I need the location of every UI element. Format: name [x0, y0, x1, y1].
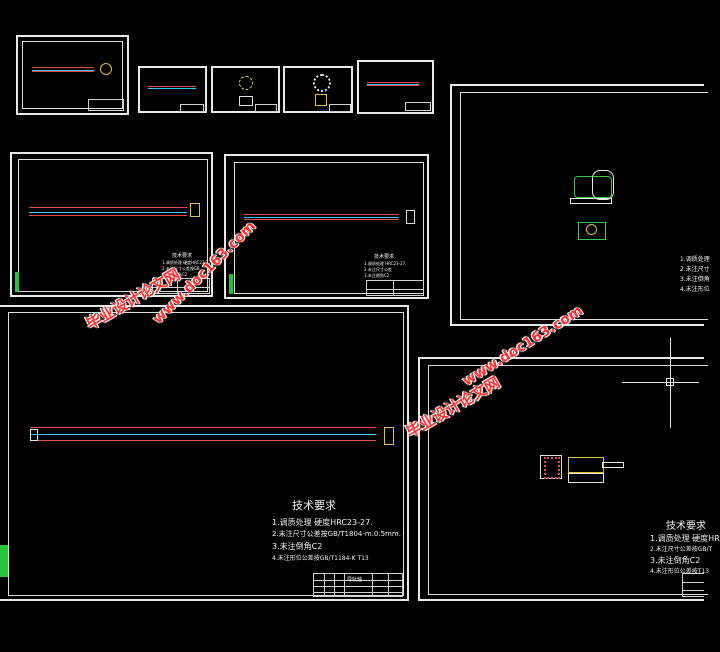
shaft-left-step: [30, 429, 38, 441]
tech-note: 2.未注尺寸公差按GB/T1804-m.0.5mm.: [272, 530, 401, 538]
tech-note: 2.未注尺寸: [680, 266, 710, 273]
tech-note: 3.未注倒角C2: [650, 556, 701, 565]
layer-marker: [15, 272, 19, 292]
thumb-section-view: [315, 94, 327, 106]
thumb-shaft: [367, 82, 419, 86]
tech-note: 1.调质处理: [680, 256, 710, 263]
thumb-end-view: [100, 63, 112, 75]
inner-frame: [428, 365, 708, 595]
thumb-sheet-4[interactable]: [283, 66, 353, 113]
motor-body: [568, 457, 604, 473]
thumb-shaft: [148, 86, 196, 89]
thumb-sheet-1[interactable]: [16, 35, 129, 115]
shaft-end-view: [190, 203, 200, 217]
shaft-end-view: [384, 427, 394, 445]
base-plate: [570, 198, 612, 204]
tech-note: 2.未注尺寸公差: [364, 267, 392, 272]
title-block: 导轨轴: [313, 573, 403, 597]
drawing-sheet-mid-left[interactable]: 技术要求 1.调质处理 硬度HRC23-27. 2.未注尺寸公差按GB. 3.未…: [10, 152, 213, 297]
tech-note: 4.未注形位公差按T13: [650, 568, 710, 575]
inner-frame: [8, 312, 404, 596]
tech-note: 1.调质处理 硬度HR: [650, 534, 720, 543]
tech-note: 3.未注倒角C2: [364, 273, 390, 278]
bearing-block: [578, 222, 606, 240]
thumb-title-block: [88, 99, 124, 111]
thumb-inner-frame: [22, 41, 123, 109]
thumb-sheet-2[interactable]: [138, 66, 207, 113]
shaft-drawing: [244, 214, 399, 220]
shaft-drawing: [30, 427, 376, 441]
title-block-part-name: 导轨轴: [347, 577, 363, 583]
tech-note: 1.调质处理 硬度HRC23-27.: [272, 518, 373, 527]
crosshair-vertical-line: [670, 338, 671, 428]
thumb-section-view: [239, 96, 253, 106]
thumb-title-block: [329, 104, 351, 112]
title-block: [682, 573, 704, 597]
tech-note: 3.未注倒角C2: [272, 542, 323, 551]
tech-note: 3.未注倒角C2: [162, 272, 188, 277]
shaft-end-view: [406, 210, 415, 224]
tech-note: 2.未注尺寸公差按GB.: [162, 266, 201, 271]
title-block: [152, 278, 210, 294]
thumb-sheet-3[interactable]: [211, 66, 280, 113]
tech-note: 1.调质处理 硬度HRC23-27.: [162, 260, 213, 265]
bearing-bore: [586, 224, 597, 235]
inner-frame: [460, 92, 708, 320]
thumb-title-block: [255, 104, 277, 112]
shaft-drawing: [29, 207, 187, 216]
motor-flange: [592, 170, 614, 200]
tech-requirements-title: 技术要求: [666, 521, 706, 532]
gear-teeth: [544, 457, 560, 479]
title-block: [366, 280, 424, 296]
tech-note: 3.未注倒角: [680, 276, 710, 283]
drawing-sheet-large[interactable]: 技术要求 1.调质处理 硬度HRC23-27. 2.未注尺寸公差按GB/T180…: [0, 305, 409, 601]
drawing-sheet-mid-center[interactable]: 技术要求 1.调质处理 HRC23-27. 2.未注尺寸公差 3.未注倒角C2: [224, 154, 429, 299]
drawing-sheet-top-right[interactable]: 1.调质处理 2.未注尺寸 3.未注倒角 4.未注形位: [450, 84, 710, 326]
thumb-gear-view: [239, 76, 253, 90]
thumb-gear-view: [313, 74, 331, 92]
crosshair-pickbox[interactable]: [666, 378, 674, 386]
tech-note: 2.未注尺寸公差按GB/T: [650, 546, 713, 553]
drawing-sheet-bottom-right[interactable]: 技术要求 1.调质处理 硬度HR 2.未注尺寸公差按GB/T 3.未注倒角C2 …: [418, 357, 720, 601]
thumb-title-block: [180, 104, 204, 112]
thumb-sheet-5[interactable]: [357, 60, 434, 114]
inner-frame: [234, 162, 424, 294]
shaft-extension: [602, 462, 624, 468]
thumb-title-block: [405, 102, 431, 111]
tech-requirements-title: 技术要求: [374, 254, 395, 260]
layer-marker: [0, 545, 8, 577]
tech-note: 4.未注形位公差按GB/T1184-K T13: [272, 555, 369, 562]
tech-note: 1.调质处理 HRC23-27.: [364, 261, 407, 266]
motor-base: [568, 473, 604, 483]
inner-frame: [18, 159, 208, 292]
thumb-shaft: [32, 67, 94, 72]
crosshair-horizontal-line: [622, 382, 699, 383]
layer-marker: [229, 274, 233, 294]
tech-requirements-title: 技术要求: [172, 253, 193, 259]
tech-note: 4.未注形位: [680, 286, 710, 293]
tech-requirements-title: 技术要求: [292, 499, 336, 512]
